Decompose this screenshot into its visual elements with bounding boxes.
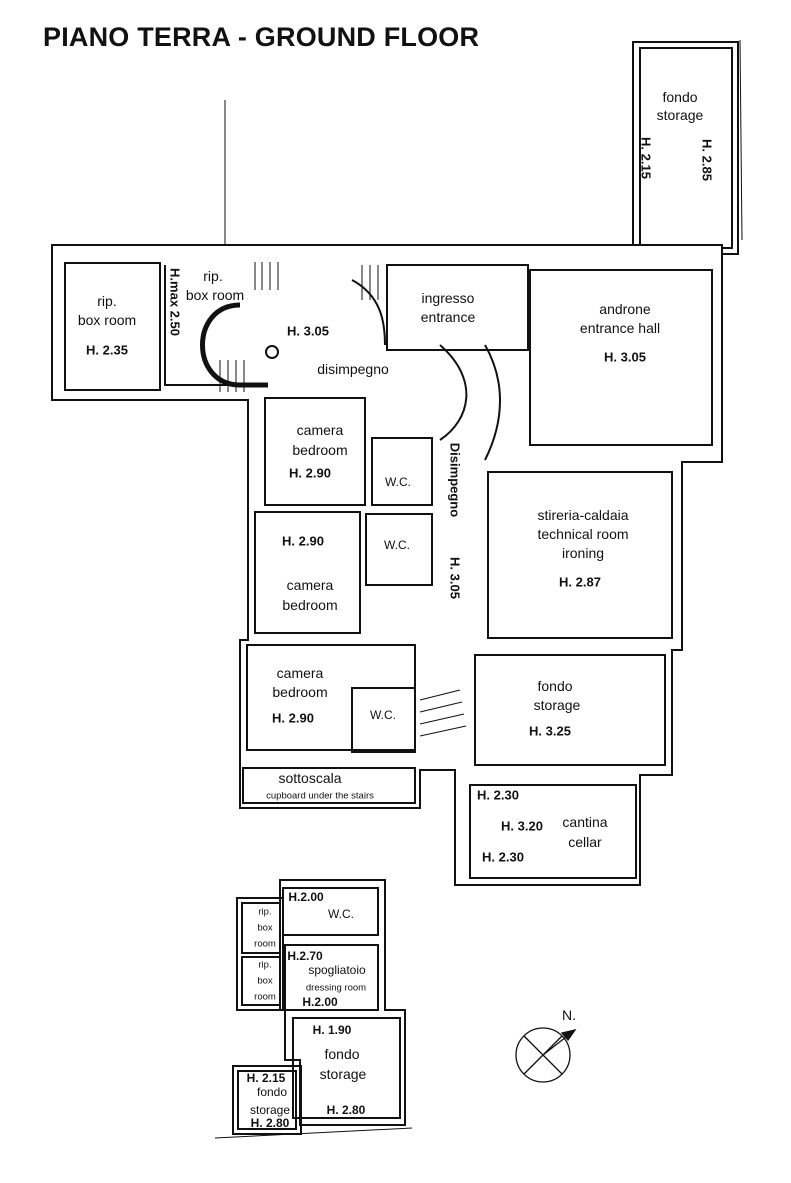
room-label: camera [276, 665, 324, 681]
wall-fondo-small-inner [237, 1070, 297, 1130]
room-label: fondo [537, 678, 573, 694]
height-label: H. 3.05 [287, 323, 329, 339]
room-label: W.C. [370, 708, 396, 722]
height-label: H. 2.15 [246, 1071, 286, 1085]
room-label: disimpegno [317, 361, 389, 377]
room-label: W.C. [328, 907, 354, 921]
north-label: N. [562, 1007, 576, 1023]
room-label: storage [319, 1066, 367, 1082]
wall-rip1 [241, 902, 281, 954]
room-label: bedroom [282, 597, 338, 613]
wall-wc2 [365, 513, 433, 586]
room-label: storage [656, 107, 704, 123]
wall-camera1 [264, 397, 366, 506]
height-label: H. 3.20 [501, 818, 543, 834]
room-label: bedroom [272, 684, 328, 700]
room-label: cupboard under the stairs [266, 790, 374, 802]
wall-camera2 [254, 511, 361, 634]
room-label: storage [249, 1103, 291, 1117]
wall-box-room-left [64, 262, 161, 391]
height-label: H. 1.90 [312, 1023, 352, 1037]
room-label: camera [296, 422, 344, 438]
room-label: technical room [537, 526, 629, 542]
room-label: sottoscala [278, 770, 342, 786]
height-label: H.max 2.50 [167, 268, 183, 336]
room-label: storage [533, 697, 581, 713]
room-label: rip. [203, 268, 223, 284]
room-label: Disimpegno [447, 442, 463, 518]
room-label: box room [185, 287, 245, 303]
room-label: fondo [324, 1046, 360, 1062]
room-label: room [254, 991, 276, 1003]
wall-fondo-small [232, 1065, 302, 1135]
room-label: spogliatoio [308, 963, 366, 977]
room-label: bedroom [292, 442, 348, 458]
room-label: W.C. [385, 475, 411, 489]
room-label: dressing room [305, 982, 367, 994]
stair-steps [219, 262, 467, 737]
room-label: ingresso [421, 290, 475, 306]
height-label: H. 2.30 [477, 787, 519, 803]
wall-wc1 [371, 437, 433, 506]
room-label: box [257, 975, 273, 987]
height-label: H.2.70 [287, 949, 323, 963]
height-label: H. 3.25 [529, 723, 571, 739]
boundary-line [214, 1127, 413, 1139]
page-title: PIANO TERRA - GROUND FLOOR [43, 22, 480, 52]
room-label: entrance hall [579, 320, 661, 336]
wall-androne [529, 269, 713, 446]
wall-sottoscala [242, 767, 416, 804]
north-compass-icon [515, 1027, 577, 1083]
wall-spogliatoio [284, 944, 379, 1011]
room-label: cantina [562, 814, 608, 830]
wall-curved [484, 344, 501, 461]
wall-cantina [469, 784, 637, 879]
room-label: rip. [258, 906, 272, 918]
height-label: H. 2.85 [699, 139, 715, 181]
stair-handrail [200, 302, 268, 388]
wall-stireria [487, 471, 673, 639]
stair-newel [265, 345, 279, 359]
wall-fondo [474, 654, 666, 766]
room-label: fondo [662, 89, 698, 105]
height-label: H. 2.87 [559, 574, 601, 590]
height-label: H. 2.90 [272, 710, 314, 726]
wall-wc3 [351, 687, 416, 753]
boundary-line [739, 39, 743, 241]
wall-ingresso [386, 264, 529, 351]
height-label: H.2.00 [302, 995, 338, 1009]
wall-rip-outer [236, 897, 284, 1011]
height-label: H. 2.80 [326, 1103, 366, 1117]
room-label: ironing [561, 545, 605, 561]
building-outline [51, 244, 723, 886]
wall-curved [351, 279, 386, 346]
room-label: room [254, 938, 276, 950]
room-label: cellar [568, 834, 602, 850]
room-label: entrance [420, 309, 476, 325]
height-label: H. 2.80 [250, 1116, 290, 1130]
room-label: W.C. [384, 538, 410, 552]
height-label: H. 3.05 [447, 557, 463, 599]
height-label: H.2.00 [288, 890, 324, 904]
room-label: fondo [256, 1085, 288, 1099]
room-label: androne [599, 301, 651, 317]
room-label: rip. [97, 293, 117, 309]
room-label: camera [286, 577, 334, 593]
wall-curved [439, 344, 468, 441]
wall-annex-fondo [292, 1017, 401, 1119]
room-label: box room [77, 312, 137, 328]
wall-rip2 [241, 956, 281, 1006]
height-label: H. 2.90 [282, 533, 324, 549]
room-label: box [257, 922, 273, 934]
storage-top-inner [639, 47, 733, 249]
room-label: stireria-caldaia [537, 507, 629, 523]
height-label: H. 2.90 [289, 465, 331, 481]
height-label: H. 2.15 [638, 137, 654, 179]
height-label: H. 2.35 [86, 342, 128, 358]
height-label: H. 3.05 [604, 349, 646, 365]
room-label: rip. [258, 959, 272, 971]
height-label: H. 2.30 [482, 849, 524, 865]
